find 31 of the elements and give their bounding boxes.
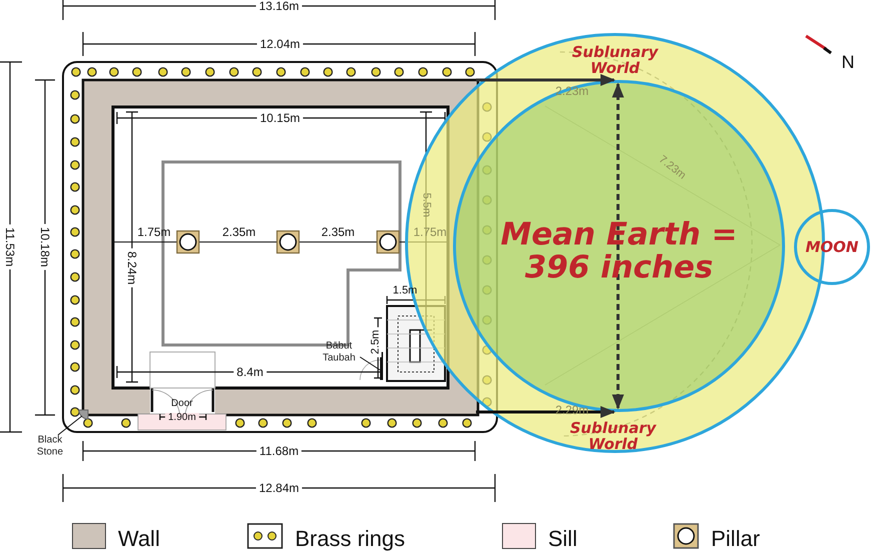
callout-text: Bābut Taubah [314, 340, 364, 364]
legend-label: Pillar [711, 526, 760, 552]
dimension-label: 2.29m [554, 404, 590, 416]
circle-label: Mean Earth = 396 inches [500, 218, 738, 286]
dimension-label: 12.04m [256, 38, 304, 50]
dimension-label: 11.53m [4, 224, 16, 270]
leader-line [58, 416, 82, 436]
dimension-label: 10.18m [39, 224, 51, 270]
door-mark [380, 352, 383, 380]
dimension-label: 1.75m [136, 226, 172, 238]
callout-text: Black Stone [27, 434, 73, 458]
dimension-label: 5.5m [420, 192, 432, 220]
dimension-label: 2.35m [221, 226, 257, 238]
north-label: N [840, 53, 856, 71]
dimension-label: 13.16m [256, 0, 302, 12]
dimension-label: 12.84m [256, 482, 302, 494]
dimension-label: 2.35m [320, 226, 356, 238]
moon-circle [794, 209, 870, 285]
legend-label: Brass rings [295, 526, 406, 552]
circle-label: Sublunary World [568, 420, 658, 452]
dimension-label: 8.4m [234, 366, 266, 378]
dimension-label: 1.90m [165, 413, 199, 423]
dimension-label: Door [170, 399, 194, 409]
dimension-label: 10.15m [256, 112, 304, 124]
dimension-label: 11.68m [256, 445, 302, 457]
legend-label: Wall [118, 526, 160, 552]
dimension-label: 8.24m [126, 248, 138, 288]
dimension-label: 2.5m [370, 326, 382, 358]
circle-label: Sublunary World [570, 44, 660, 76]
leader-line [360, 356, 380, 370]
legend-label: Sill [548, 526, 578, 552]
